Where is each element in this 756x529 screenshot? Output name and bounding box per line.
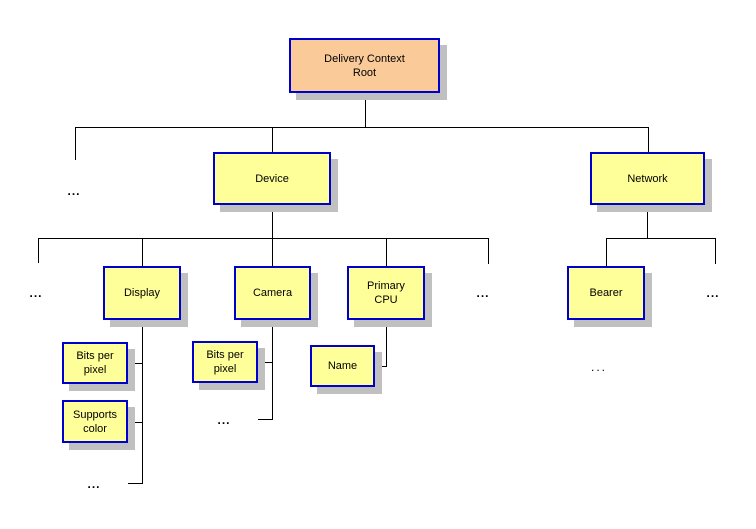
node-label: Network: [627, 172, 668, 185]
connector-cpu-trunk: [386, 320, 387, 367]
node-label: Name: [327, 360, 358, 372]
node-bearer: Bearer: [567, 266, 645, 320]
connector-top-bus: [75, 127, 648, 128]
connector-bearer-drop: [606, 238, 607, 266]
ellipsis-device-children-left: ...: [29, 286, 43, 300]
node-label: Device: [255, 172, 289, 185]
node-display-bits-per-pixel: Bits per pixel: [62, 342, 128, 384]
node-supports-color: Supports color: [62, 400, 128, 443]
node-device: Device: [213, 152, 331, 205]
node-name: Name: [310, 345, 375, 387]
connector-device-bus-right-stub: [488, 238, 489, 264]
node-label: Bits per: [76, 350, 114, 362]
connector-display-drop: [142, 238, 143, 266]
connector-display-trunk: [142, 320, 143, 484]
connector-display-bpp-stub: [127, 363, 143, 364]
node-label: color: [83, 422, 107, 435]
connector-device-drop: [272, 127, 273, 152]
connector-camera-trunk-elbow: [258, 419, 273, 420]
node-label: Root: [352, 66, 377, 79]
node-delivery-context-root: Delivery Context Root: [289, 38, 440, 93]
connector-device-bottom-drop: [272, 205, 273, 238]
ellipsis-network-children-right: ...: [706, 286, 720, 300]
connector-camera-drop: [272, 238, 273, 266]
node-label: Delivery Context: [324, 52, 405, 65]
ellipsis-display-children: ...: [87, 477, 101, 491]
ellipsis-bearer-children: ...: [590, 360, 607, 374]
connector-name-stub: [375, 366, 387, 367]
ellipsis-top-level-left: ...: [67, 184, 81, 198]
node-primary-cpu: Primary CPU: [347, 266, 425, 320]
connector-camera-bpp-stub: [258, 362, 273, 363]
node-label: pixel: [83, 364, 107, 376]
node-label: Primary: [367, 280, 405, 292]
node-label: Camera: [252, 287, 293, 299]
connector-root-drop: [365, 93, 366, 127]
node-label: pixel: [213, 363, 237, 375]
connector-network-bottom-drop: [647, 205, 648, 238]
node-label: Supports: [72, 408, 118, 421]
connector-cpu-drop: [386, 238, 387, 266]
connector-top-left-stub: [75, 127, 76, 160]
node-camera: Camera: [234, 266, 311, 320]
node-display: Display: [103, 266, 181, 320]
ellipsis-device-children-right: ...: [476, 286, 490, 300]
connector-display-trunk-elbow: [128, 483, 143, 484]
node-label: Bearer: [589, 287, 623, 299]
connector-supports-color-stub: [127, 422, 143, 423]
ellipsis-camera-children: ...: [217, 413, 231, 427]
node-label: Bits per: [206, 349, 244, 361]
node-label: CPU: [374, 294, 398, 306]
connector-network-drop: [648, 127, 649, 152]
node-camera-bits-per-pixel: Bits per pixel: [192, 341, 258, 383]
connector-network-bus-right-stub: [715, 238, 716, 264]
node-label: Display: [123, 287, 161, 299]
connector-device-bus-left-stub: [38, 238, 39, 263]
node-network: Network: [590, 152, 705, 205]
connector-network-bus: [606, 238, 715, 239]
connector-device-bus: [38, 238, 488, 239]
connector-camera-trunk: [272, 320, 273, 420]
